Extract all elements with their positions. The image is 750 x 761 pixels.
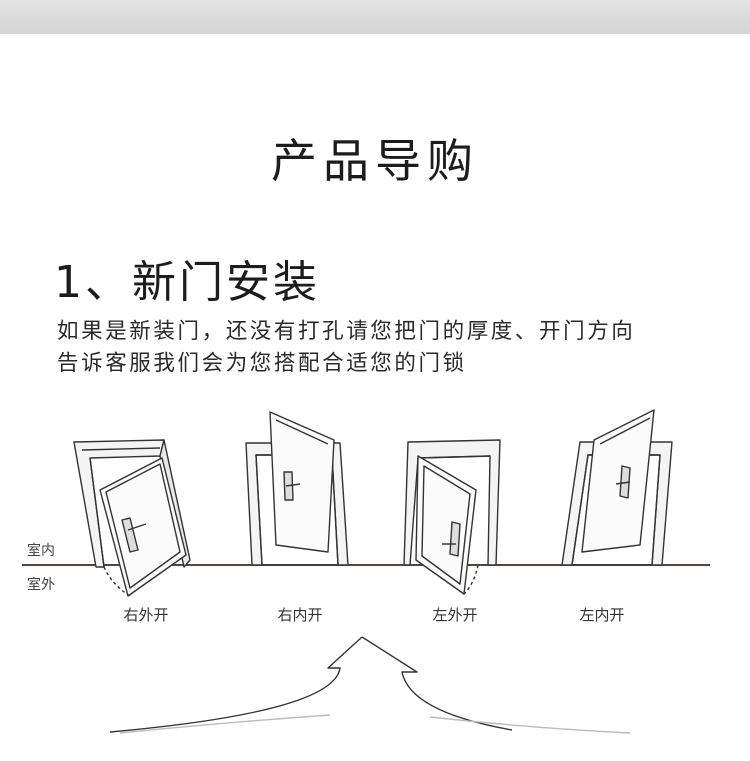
door-opening-diagram xyxy=(22,409,710,734)
indoor-label: 室内 xyxy=(27,543,55,559)
door-label-right-inward: 右内开 xyxy=(277,606,323,624)
door-right-inward-figure xyxy=(245,411,349,566)
door-right-outward-figure xyxy=(73,439,191,597)
intro-text: 如果是新装门，还没有打孔请您把门的厚度、开门方向 告诉客服我们会为您搭配合适您的… xyxy=(57,316,717,380)
outdoor-label: 室外 xyxy=(27,577,55,593)
page-title: 产品导购 xyxy=(271,134,479,188)
section-heading: 1、新门安装 xyxy=(54,257,320,308)
door-left-inward-figure xyxy=(561,409,673,566)
door-left-outward-figure xyxy=(403,439,501,595)
intro-line: 告诉客服我们会为您搭配合适您的门锁 xyxy=(57,351,467,376)
intro-line: 如果是新装门，还没有打孔请您把门的厚度、开门方向 xyxy=(57,319,636,344)
top-banner-strip xyxy=(0,0,750,34)
up-arrow-graphic xyxy=(109,636,631,734)
door-label-right-outward: 右外开 xyxy=(123,606,169,624)
door-label-left-outward: 左外开 xyxy=(432,606,478,624)
door-label-left-inward: 左内开 xyxy=(579,606,625,624)
